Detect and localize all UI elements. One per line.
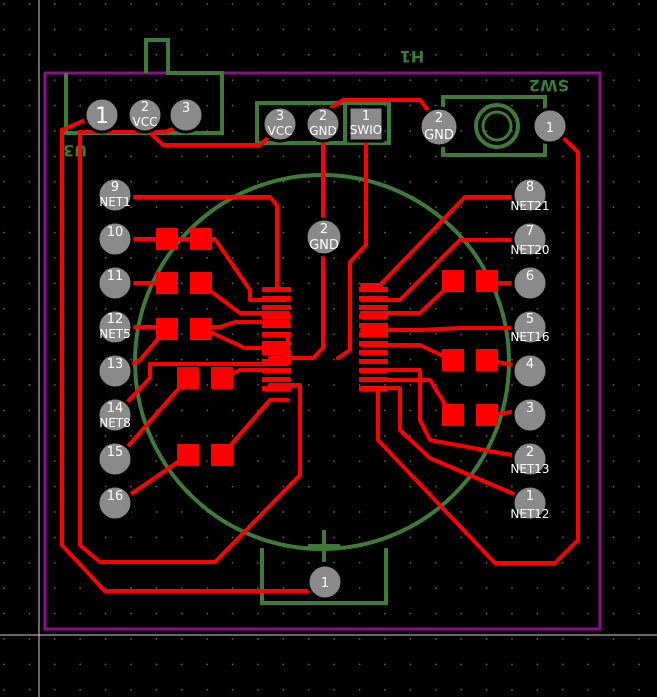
battery-holder-tab [260,548,388,605]
pin-number: 2 [320,222,328,237]
smd-pad [156,318,178,340]
prog-header-pin-1[interactable]: 1 SWIO [347,105,385,143]
smd-pad [442,270,464,292]
right-pin-7[interactable]: 7 NET20 [510,220,550,258]
left-pin-14[interactable]: 14 NET8 [96,396,134,434]
smd-pad [190,272,212,294]
smd-pad [190,228,212,250]
smd-pad [442,349,464,371]
pin-number: 1 [546,121,554,136]
pin-net: GND [309,238,339,253]
pin-number: 2 [319,109,327,124]
smd-pad [476,270,498,292]
right-pin-5[interactable]: 5 NET16 [510,308,550,346]
pin-number: 11 [107,269,124,284]
left-pin-12[interactable]: 12 NET5 [96,308,134,346]
right-pin-1[interactable]: 1 NET12 [510,484,550,522]
pin-net: VCC [133,115,158,129]
pin-net: SWIO [350,123,382,137]
ic-pads [262,287,388,391]
pin-number: 1 [95,104,109,129]
pin-number: 3 [526,401,534,416]
sw2-pin-2[interactable]: 2 GND [418,106,460,148]
sw2-actuator-inner [481,110,513,142]
pin-net: NET5 [99,327,131,341]
left-pin-16[interactable]: 16 [96,484,134,522]
smd-pad [211,444,233,466]
left-pin-15[interactable]: 15 [96,440,134,478]
smd-pad [442,404,464,426]
right-pin-8[interactable]: 8 NET21 [510,176,550,214]
pin-net: NET16 [510,330,549,344]
smd-pads [156,228,498,466]
battery-plus-pad[interactable]: 1 [306,563,344,601]
smd-pad [156,228,178,250]
smd-pad [156,272,178,294]
pin-number: 4 [526,357,534,372]
right-pin-2[interactable]: 2 NET13 [510,440,550,478]
power-header-pin-3[interactable]: 3 [167,96,205,134]
pin-number: 7 [526,224,534,239]
left-pin-11[interactable]: 11 [96,264,134,302]
pin-number: 9 [111,180,119,195]
smd-pad [476,404,498,426]
smd-pad [211,367,233,389]
pin-number: 15 [107,445,124,460]
pin-number: 2 [141,100,149,115]
pin-number: 3 [182,101,190,116]
pin-number: 13 [107,357,124,372]
pin-number: 1 [362,109,370,124]
left-pin-9[interactable]: 9 NET1 [96,176,134,214]
sw2-actuator-ring [474,103,520,149]
pin-number: 16 [107,489,124,504]
pin-number: 14 [107,401,124,416]
smd-pad [177,367,199,389]
left-pin-13[interactable]: 13 [96,352,134,390]
smd-pad [190,318,212,340]
pin-net: GND [309,124,337,138]
pin-net: VCC [268,124,293,138]
pin-number: 1 [321,576,329,591]
sw2-pads: 2 GND 1 [418,106,569,148]
pin-net: NET13 [510,462,549,476]
power-header: 1 2 VCC 3 [83,96,205,134]
smd-pad [476,349,498,371]
pin-number: 2 [435,111,443,126]
power-header-pin-1[interactable]: 1 [83,96,121,134]
pin-number: 2 [526,445,534,460]
right-pin-6[interactable]: 6 [511,264,549,302]
battery-center-pad[interactable]: 2 GND [304,217,344,257]
left-pin-10[interactable]: 10 [96,220,134,258]
pin-number: 12 [107,312,124,327]
smd-pad [177,444,199,466]
pin-number: 5 [526,312,534,327]
pin-net: NET21 [510,199,549,213]
prog-header-pin-2[interactable]: 2 GND [304,105,342,143]
right-pin-3[interactable]: 3 [511,396,549,434]
ref-h1: H1 [400,47,425,66]
right-pin-4[interactable]: 4 [511,352,549,390]
pin-net: NET8 [99,416,131,430]
pin-net: NET20 [510,243,549,257]
pin-number: 6 [526,269,534,284]
ref-u3: U3 [63,141,87,160]
board-outline [43,71,602,631]
pin-number: 3 [276,109,284,124]
prog-header-pin-3[interactable]: 3 VCC [261,105,299,143]
ref-sw2: SW2 [529,76,569,95]
pin-net: NET12 [510,507,549,521]
sw2-pin-1[interactable]: 1 [531,107,569,145]
pin-number: 8 [526,180,534,195]
pin-number: 1 [526,489,534,504]
pin-net: NET1 [99,195,131,209]
prog-header: 3 VCC 2 GND 1 SWIO [261,105,385,143]
pin-number: 10 [107,225,124,240]
pin-net: GND [424,128,454,143]
power-header-pin-2[interactable]: 2 VCC [126,96,164,134]
